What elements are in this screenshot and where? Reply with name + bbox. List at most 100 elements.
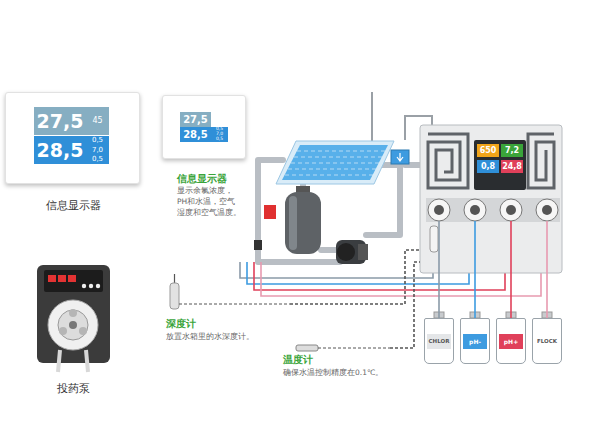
dosing-pump [48, 275, 56, 282]
pump-tube [439, 221, 547, 273]
temperature-meter: 温度计确保水温控制精度在0.1℃。 [280, 335, 390, 385]
readout-value: 27,5 [34, 107, 86, 135]
signal-wire [390, 262, 420, 348]
injection-line [240, 219, 433, 278]
description-text: 显示余氯浓度，PH和水温，空气湿度和空气温度。 [177, 186, 241, 219]
pump-tube [438, 221, 440, 273]
dosing-pump [79, 327, 87, 335]
temperature-probe [318, 348, 390, 349]
controller-housing [420, 125, 562, 273]
controller-housing [528, 134, 554, 188]
chemical-tube [474, 273, 476, 318]
balance-tank [391, 150, 409, 164]
readout-value: 28,5 [34, 136, 86, 164]
display-panel: 27,54528,50,57,00,5信息显示器 [5, 92, 140, 184]
readout-value: pH+ [499, 334, 523, 349]
dosing-pump [89, 284, 93, 288]
pool [276, 141, 394, 184]
dosing-pump: 投药泵 [37, 265, 110, 363]
valve [254, 205, 276, 250]
dosing-pump [48, 300, 98, 350]
readout-value: 28,5 [180, 127, 211, 142]
sand-filter [285, 186, 321, 254]
pump-head [464, 199, 486, 221]
temperature-probe [296, 345, 318, 351]
dosing-pump [58, 310, 88, 340]
readout-value: 0,5 [86, 155, 109, 164]
readout-value: pH- [463, 334, 487, 349]
dosing-pump [58, 350, 88, 372]
dosing-pump [69, 321, 77, 329]
display-panel: 27,528,50,57,00,5信息显示器显示余氯浓度，PH和水温，空气湿度和… [162, 95, 246, 159]
circulation-pump [358, 244, 368, 260]
chemical-tube [510, 273, 512, 318]
dosing-pump [58, 275, 66, 282]
pool [285, 151, 385, 175]
readout-value: 0,5 [211, 137, 228, 142]
sand-filter [285, 192, 321, 254]
pump-head [500, 199, 522, 221]
pump-head [428, 199, 450, 221]
injection-line [247, 219, 469, 284]
dosing-pump [82, 284, 86, 288]
pool [276, 141, 394, 184]
readout-value: 24,8 [501, 160, 523, 173]
dosing-pump [69, 309, 77, 317]
node-label: 投药泵 [27, 380, 120, 396]
balance-tank [397, 153, 403, 161]
dosing-pump [37, 265, 110, 363]
chemical-container: pH- [460, 318, 490, 364]
readout-value: 27,5 [180, 112, 211, 127]
dosing-pump [37, 265, 110, 372]
dosing-pump [68, 275, 76, 282]
valve [264, 205, 276, 219]
depth-probe [174, 274, 175, 283]
pump-tube [510, 221, 512, 273]
pump-head [542, 205, 552, 215]
pool [282, 145, 388, 180]
depth-probe [170, 274, 290, 309]
node-label: 深度计 [166, 317, 226, 330]
description-text: 确保水温控制精度在0.1℃。 [283, 367, 390, 379]
dosing-pump [59, 327, 67, 335]
pump-tube [546, 221, 548, 273]
depth-probe [179, 304, 290, 305]
pump-head [470, 205, 480, 215]
pump-head [506, 205, 516, 215]
pump-tube [474, 221, 476, 273]
signal-wire [290, 250, 420, 304]
pump-head [426, 198, 560, 222]
node-label: 信息显示器 [177, 172, 257, 185]
pump-head [426, 198, 560, 222]
pump-head [536, 199, 558, 221]
node-label: 温度计 [283, 353, 343, 366]
controller-housing [428, 134, 468, 188]
readout-value: 650 [477, 144, 499, 157]
node-label: 信息显示器 [6, 197, 141, 213]
controller: 6507,20,824,8 [420, 125, 562, 273]
supply-line [371, 92, 373, 143]
chemical-container: pH+ [496, 318, 526, 364]
chemical-tube [546, 273, 548, 318]
description-text: 放置水箱里的水深度计。 [166, 331, 290, 343]
chemical-container: FLOCK [532, 318, 562, 364]
readout-value: 0,5 [86, 136, 109, 145]
readout-value: 0,8 [477, 160, 499, 173]
sand-filter [289, 196, 297, 250]
controller-housing [474, 140, 526, 190]
pump-head [434, 205, 444, 215]
readout-value: 7,2 [501, 144, 523, 157]
balance-tank [391, 150, 409, 164]
dosing-pump [44, 270, 103, 292]
readout-value: 45 [86, 107, 109, 135]
readout-value: 7,0 [86, 145, 109, 155]
pipe [321, 247, 336, 253]
controller-housing [430, 226, 438, 252]
circulation-pump [337, 243, 355, 261]
readout-value: CHLOR [427, 334, 451, 349]
depth-meter: 深度计放置水箱里的水深度计。 [160, 285, 290, 347]
